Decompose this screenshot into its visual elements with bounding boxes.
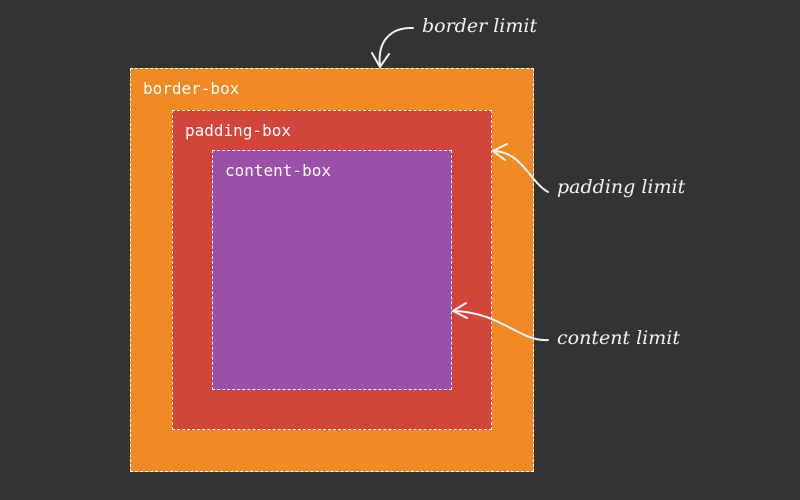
border-box-label: border-box xyxy=(143,79,240,98)
content-box: content-box xyxy=(212,150,452,390)
content-box-label: content-box xyxy=(225,161,331,180)
content-limit-label: content limit xyxy=(557,327,680,349)
border-limit-label: border limit xyxy=(422,15,538,37)
border-limit-arrowhead xyxy=(371,52,390,68)
padding-box-label: padding-box xyxy=(185,121,291,140)
border-limit-arrow xyxy=(378,26,414,67)
padding-limit-label: padding limit xyxy=(557,176,686,198)
